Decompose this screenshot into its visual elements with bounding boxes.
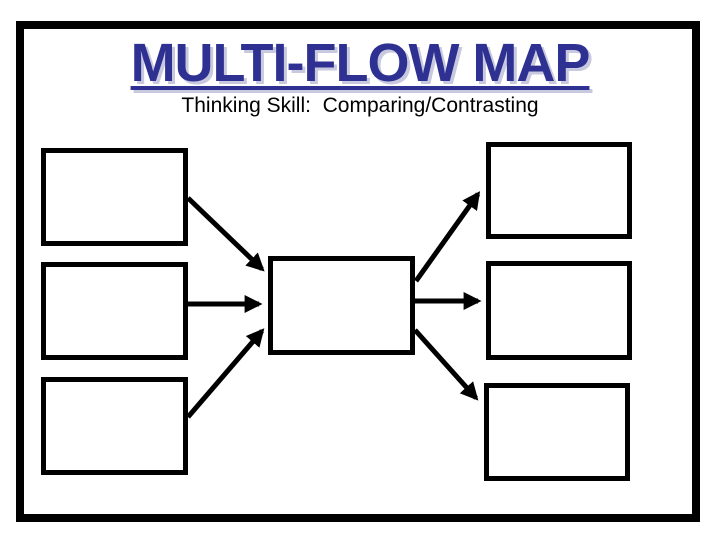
cause-box-2-label (46, 267, 183, 355)
page-subtitle: Thinking Skill: Comparing/Contrasting (181, 94, 539, 117)
event-box (268, 256, 415, 355)
cause-box-1-label (46, 153, 183, 241)
event-box-label (273, 261, 410, 350)
effect-box-3-label (489, 388, 625, 476)
effect-box-3 (484, 383, 630, 481)
effect-box-1 (486, 142, 632, 239)
page-title: MULTI-FLOW MAP (130, 33, 591, 93)
effect-box-1-label (491, 147, 627, 234)
effect-box-2 (486, 261, 632, 360)
effect-box-2-label (491, 266, 627, 355)
cause-box-2 (41, 262, 188, 360)
cause-box-3-label (46, 382, 183, 470)
cause-box-1 (41, 148, 188, 246)
cause-box-3 (41, 377, 188, 475)
